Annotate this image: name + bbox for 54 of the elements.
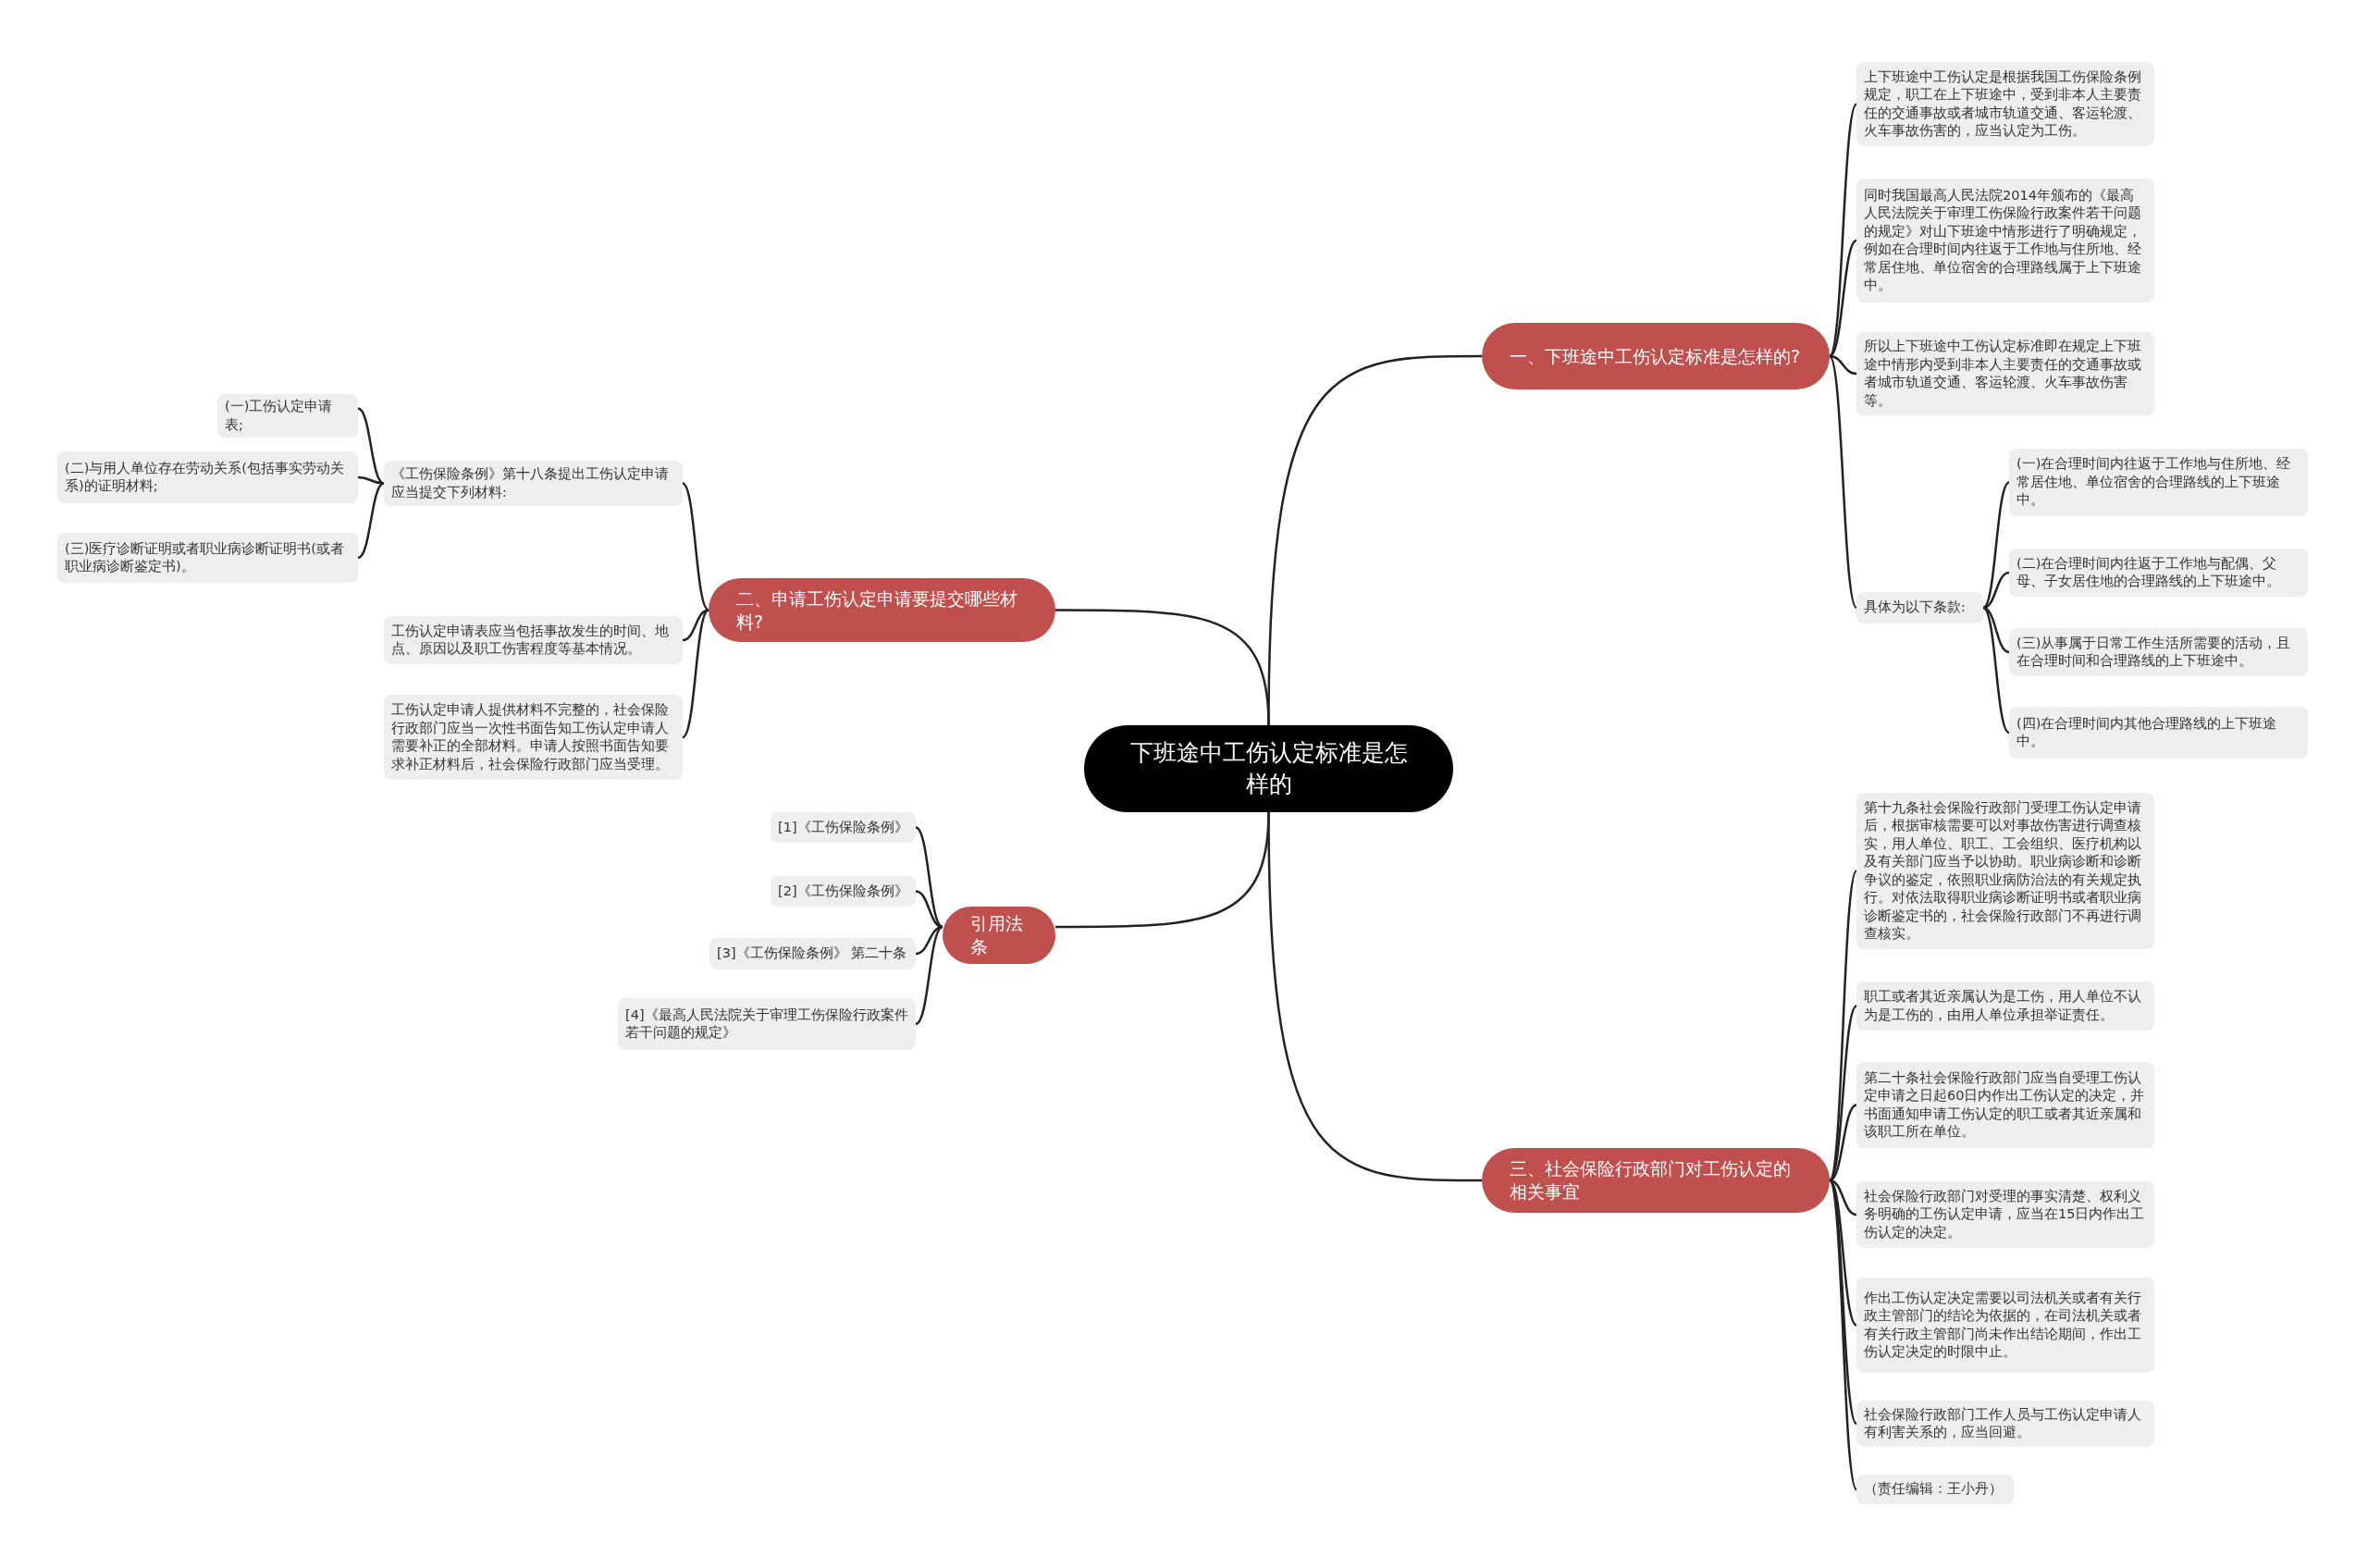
note-box: [1]《工伤保险条例》	[771, 812, 916, 843]
topic-box: 一、下班途中工伤认定标准是怎样的?	[1482, 323, 1830, 389]
connector-line	[915, 925, 944, 1026]
connector-line	[1828, 103, 1858, 357]
note-box: 《工伤保险条例》第十八条提出工伤认定申请应当提交下列材料:	[384, 461, 683, 506]
topic-box: 三、社会保险行政部门对工伤认定的相关事宜	[1482, 1148, 1830, 1213]
note-box: (一)工伤认定申请表;	[217, 394, 358, 438]
connector-line	[1828, 355, 1858, 609]
connector-line	[915, 890, 944, 929]
note-box: (二)在合理时间内往返于工作地与配偶、父母、子女居住地的合理路线的上下班途中。	[2009, 549, 2308, 597]
connector-line	[1829, 1104, 1857, 1182]
note-box: 第十九条社会保险行政部门受理工伤认定申请后，根据审核需要可以对事故伤害进行调查核实，用人单位、职工、工会组织、医疗机构以及有关部门应当予以协助。职业病诊断和诊断争议的鉴定，依照职业病防治法的有关规定执行。对依法取得职业病诊断证明书或者职业病诊断鉴定书的，社会保险行政部门不再进行调查核实。	[1856, 793, 2154, 949]
note-box: 作出工伤认定决定需要以司法机关或者有关行政主管部门的结论为依据的，在司法机关或者有关行政主管部门尚未作出结论期间，作出工伤认定决定的时限中止。	[1856, 1278, 2154, 1373]
connector-line	[1982, 606, 2010, 654]
note-box: [4]《最高人民法院关于审理工伤保险行政案件若干问题的规定》	[618, 998, 916, 1050]
note-box: 上下班途中工伤认定是根据我国工伤保险条例规定，职工在上下班途中，受到非本人主要责任的交通事故或者城市轨道交通、客运轮渡、火车事故伤害的，应当认定为工伤。	[1856, 62, 2154, 146]
topic-box: 引用法条	[943, 907, 1055, 964]
connector-line	[357, 482, 385, 560]
note-box: (一)在合理时间内往返于工作地与住所地、经常居住地、单位宿舍的合理路线的上下班途中。	[2009, 449, 2308, 516]
connector-line	[1055, 609, 1270, 726]
connector-line	[1829, 240, 1857, 357]
note-box: 社会保险行政部门对受理的事实清楚、权利义务明确的工伤认定申请，应当在15日内作出工伤认定的决定。	[1856, 1181, 2154, 1248]
connector-line	[1982, 481, 2010, 609]
note-box: [3]《工伤保险条例》 第二十条	[709, 938, 916, 969]
connector-line	[357, 407, 385, 485]
topic-box: 二、申请工伤认定申请要提交哪些材料?	[709, 578, 1055, 642]
connector-line	[1828, 1179, 1858, 1490]
connector-line	[1982, 571, 2010, 610]
connector-line	[1267, 812, 1482, 1182]
connector-line	[682, 609, 709, 642]
note-box: 社会保险行政部门工作人员与工伤认定申请人有利害关系的，应当回避。	[1856, 1401, 2154, 1447]
note-box: 工伤认定申请人提供材料不完整的，社会保险行政部门应当一次性书面告知工伤认定申请人需要补正的全部材料。申请人按照书面告知要求补正材料后，社会保险行政部门应当受理。	[384, 695, 683, 780]
connector-line	[1828, 870, 1858, 1181]
note-box: 具体为以下条款:	[1856, 592, 1983, 623]
connector-line	[1829, 1179, 1857, 1216]
connector-line	[915, 925, 944, 956]
note-box: 职工或者其近亲属认为是工伤，用人单位不认为是工伤的，由用人单位承担举证责任。	[1856, 982, 2154, 1031]
connector-line	[1982, 607, 2010, 734]
connector-line	[682, 609, 709, 738]
note-box: (四)在合理时间内其他合理路线的上下班途中。	[2009, 707, 2308, 759]
note-box: (三)医疗诊断证明或者职业病诊断证明书(或者职业病诊断鉴定书)。	[57, 533, 358, 583]
central-topic: 下班途中工伤认定标准是怎样的	[1084, 725, 1453, 812]
note-box: 工伤认定申请表应当包括事故发生的时间、地点、原因以及职工伤害程度等基本情况。	[384, 616, 683, 664]
connector-line	[1828, 1179, 1858, 1425]
note-box: (三)从事属于日常工作生活所需要的活动，且在合理时间和合理路线的上下班途中。	[2009, 628, 2308, 676]
note-box: 所以上下班途中工伤认定标准即在规定上下班途中情形内受到非本人主要责任的交通事故或者城市轨道交通、客运轮渡、火车事故伤害等。	[1856, 332, 2154, 415]
note-box: （责任编辑：王小丹）	[1856, 1475, 2014, 1504]
note-box: 同时我国最高人民法院2014年颁布的《最高人民法院关于审理工伤保险行政案件若干问题的规定》对山下班途中情形进行了明确规定，例如在合理时间内往返于工作地与住所地、经常居住地、单位宿舍的合理路线属于上下班途中。	[1856, 179, 2154, 302]
connector-line	[682, 482, 709, 611]
connector-line	[1829, 354, 1857, 376]
note-box: [2]《工伤保险条例》	[771, 876, 916, 907]
note-box: 第二十条社会保险行政部门应当自受理工伤认定申请之日起60日内作出工伤认定的决定，并书面通知申请工伤认定的职工或者其近亲属和该职工所在单位。	[1856, 1062, 2154, 1148]
note-box: (二)与用人单位存在劳动关系(包括事实劳动关系)的证明材料;	[57, 451, 358, 503]
connector-line	[915, 826, 944, 929]
